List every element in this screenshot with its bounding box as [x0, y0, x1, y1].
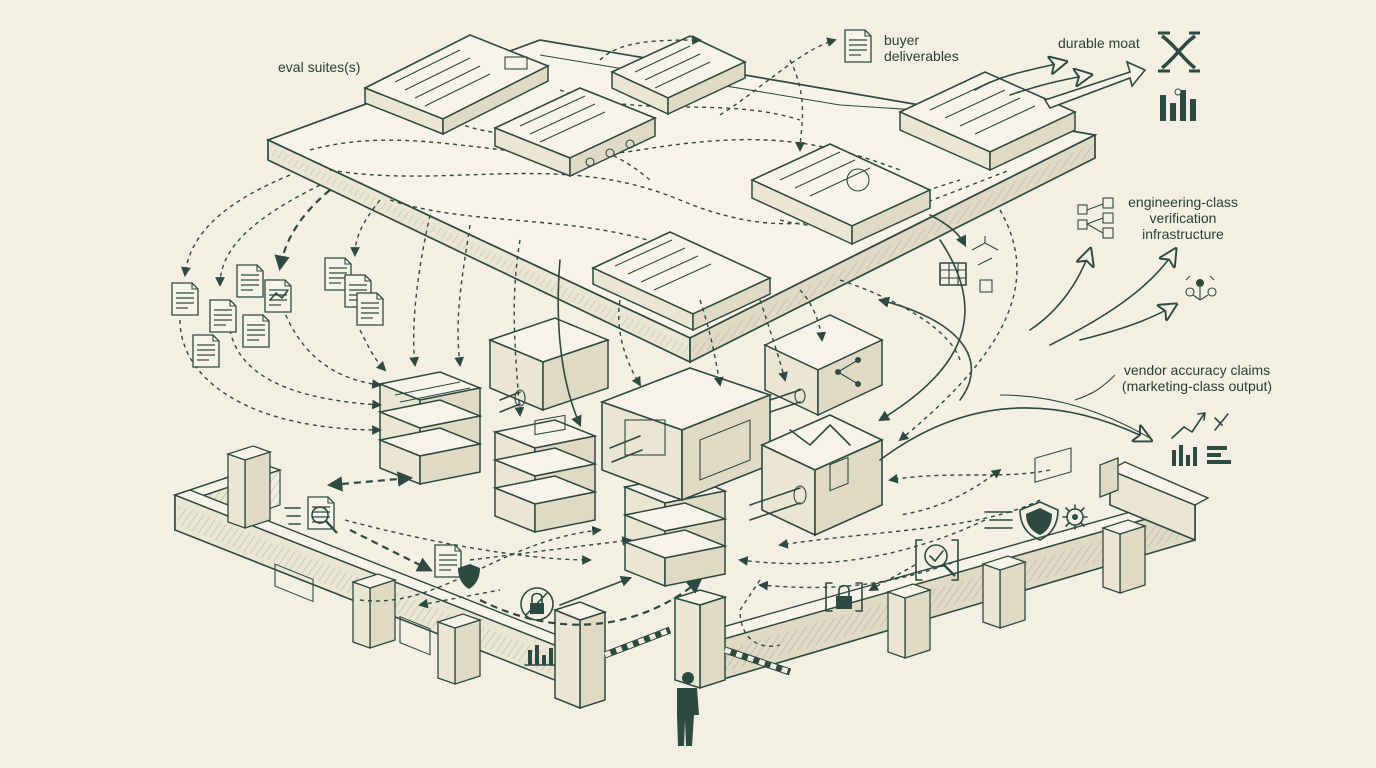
eval-module-1 — [363, 34, 550, 136]
document-icon — [171, 282, 237, 368]
buyer-deliverables-line-2: deliverables — [884, 48, 959, 64]
gear-icon — [1062, 504, 1088, 530]
crossed-arrows-icon — [1158, 31, 1200, 73]
vendor-claims-line-1: vendor accuracy claims — [1123, 362, 1271, 378]
server-stack-left — [379, 371, 481, 485]
engineering-line-3: infrastructure — [1142, 226, 1224, 242]
network-icon — [835, 357, 861, 387]
network-icon — [1077, 197, 1114, 239]
network-icon — [1185, 275, 1217, 301]
gate-barrier-icon — [603, 626, 792, 676]
shield-icon — [984, 501, 1059, 541]
eval-module-2 — [492, 87, 658, 178]
chart-document-icon — [236, 264, 292, 348]
engineering-line-2: verification — [1149, 210, 1217, 226]
bar-chart-icon — [524, 645, 556, 666]
eval-module-4 — [898, 71, 1077, 172]
document-icon — [844, 29, 872, 63]
pipes — [499, 388, 807, 521]
server-stack-center-left — [494, 414, 596, 533]
grid-icon — [939, 236, 999, 293]
line-chart-icon — [1171, 412, 1231, 466]
back-cube-left — [487, 317, 611, 412]
vendor-claims-line-2: (marketing-class output) — [1121, 378, 1273, 394]
back-cube-right — [763, 314, 884, 417]
checklist-icon — [324, 257, 384, 326]
eval-module-5 — [750, 143, 932, 246]
buyer-deliverables-line-1: buyer — [884, 32, 920, 48]
central-cube — [599, 367, 773, 502]
vendor-claims-label: vendor accuracy claims (marketing-class … — [1112, 362, 1282, 394]
magnifier-check-icon — [915, 539, 959, 581]
padlock-icon — [520, 587, 554, 621]
shield-document-icon — [434, 544, 480, 589]
engineering-line-1: engineering-class — [1128, 194, 1238, 210]
bar-chart-icon — [1160, 88, 1196, 121]
padlock-icon — [825, 582, 863, 612]
buyer-deliverables-label: buyer deliverables — [884, 32, 959, 64]
perimeter-wall — [172, 445, 1210, 710]
eval-suites-label: eval suites(s) — [278, 59, 361, 75]
magnifier-document-icon — [284, 496, 338, 534]
eval-module-6 — [591, 231, 772, 332]
eval-platform — [265, 39, 1098, 364]
eval-module-3 — [610, 35, 747, 116]
flow-arrows — [179, 35, 1175, 647]
durable-moat-label: durable moat — [1058, 35, 1140, 51]
person-icon — [677, 672, 699, 746]
right-cube — [760, 414, 884, 537]
engineering-class-label: engineering-class verification infrastru… — [1122, 194, 1244, 242]
